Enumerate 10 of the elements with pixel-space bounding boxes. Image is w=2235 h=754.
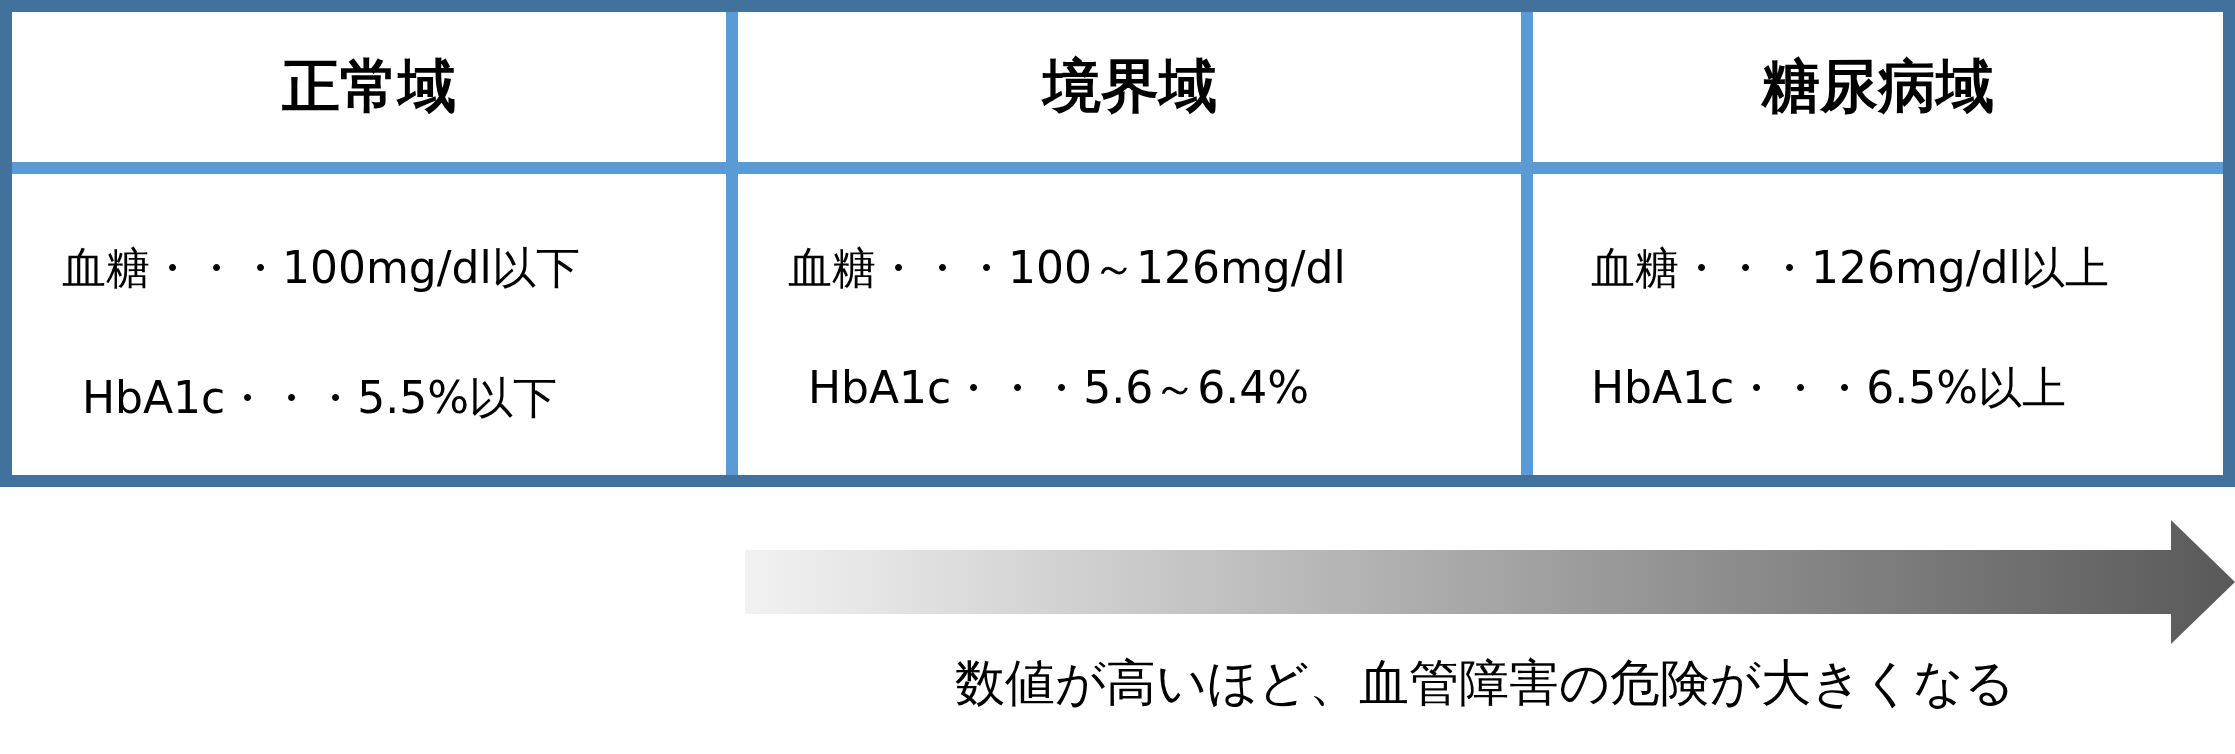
cell-text: HbA1c・・・5.6～6.4%: [808, 364, 1310, 413]
cell-text: 血糖・・・100～126mg/dl: [788, 244, 1346, 293]
cell-text: HbA1c・・・6.5%以上: [1591, 364, 2067, 413]
note-text: 数値が高いほど、血管障害の危険が大きくなる: [955, 653, 2015, 714]
cell-text: 血糖・・・126mg/dl以上: [1591, 244, 2109, 293]
cell-text: HbA1c・・・5.5%以下: [82, 374, 558, 423]
column-header: 正常域: [12, 12, 726, 162]
cell-text: 血糖・・・100mg/dl以下: [62, 244, 580, 293]
column-header: 境界域: [738, 12, 1521, 162]
column-header: 糖尿病域: [1533, 12, 2223, 162]
